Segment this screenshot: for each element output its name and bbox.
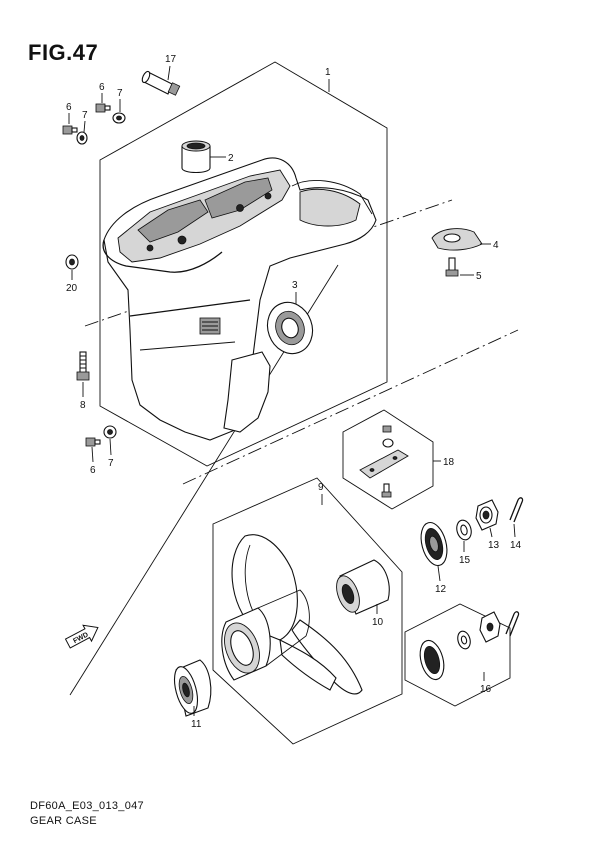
gear-case-housing	[102, 157, 377, 441]
callout-9: 9	[318, 482, 324, 493]
kit-18-frame	[342, 409, 434, 510]
callout-7-upper-left: 7	[82, 110, 88, 121]
callout-6-upper: 6	[99, 82, 105, 93]
callout-12: 12	[435, 584, 447, 595]
screw-part-6-upper-left	[62, 125, 78, 135]
callout-16: 16	[480, 684, 492, 695]
washer-part-15	[456, 519, 472, 541]
washer-part-7-lower	[103, 425, 117, 439]
kit-16-frame	[404, 603, 511, 707]
plug-part-17	[141, 70, 181, 96]
propeller-shaft-axis	[182, 329, 519, 485]
callout-11: 11	[191, 719, 202, 730]
callout-20: 20	[66, 283, 78, 294]
stud-bolt-part-8	[76, 351, 90, 381]
screw-part-6-upper	[95, 103, 111, 113]
fwd-label: FWD	[72, 631, 89, 645]
callout-6-lower: 6	[90, 465, 96, 476]
callout-10: 10	[372, 617, 384, 628]
callout-17: 17	[165, 54, 177, 65]
washer-part-7-upper-left	[76, 131, 88, 145]
callout-4: 4	[493, 240, 499, 251]
screw-part-6-lower	[85, 437, 101, 447]
thrust-bushing-part-10	[336, 559, 390, 615]
callout-15: 15	[459, 555, 471, 566]
stopper-part-11	[173, 659, 212, 717]
model-code: DF60A_E03_013_047	[30, 800, 144, 812]
callout-7-upper: 7	[117, 88, 123, 99]
callout-3: 3	[292, 280, 298, 291]
callout-14: 14	[510, 540, 522, 551]
section-name: GEAR CASE	[30, 815, 97, 827]
callout-13: 13	[488, 540, 500, 551]
callout-18: 18	[443, 457, 455, 468]
washer-part-7-upper	[112, 112, 126, 124]
kit-part-16	[419, 611, 520, 681]
propeller-frame	[212, 477, 403, 745]
propeller-part-9	[221, 534, 363, 695]
seal-part-3	[266, 301, 314, 355]
forward-direction-arrow: FWD	[64, 624, 99, 649]
kit-part-18	[359, 425, 409, 498]
cotter-pin-part-14	[509, 497, 524, 523]
callout-2: 2	[228, 153, 234, 164]
callout-6-upper-left: 6	[66, 102, 72, 113]
grommet-part-20	[65, 254, 79, 270]
nut-part-13	[475, 499, 499, 531]
callout-5: 5	[476, 271, 482, 282]
figure-title: FIG.47	[28, 40, 99, 65]
bushing-part-2	[181, 140, 211, 174]
gear-case-frame	[99, 61, 388, 467]
callout-7-lower: 7	[108, 458, 114, 469]
callout-1: 1	[325, 67, 331, 78]
spacer-part-12	[420, 521, 448, 567]
callout-8: 8	[80, 400, 86, 411]
bolt-part-5	[445, 257, 459, 277]
anode-part-4	[431, 228, 483, 251]
